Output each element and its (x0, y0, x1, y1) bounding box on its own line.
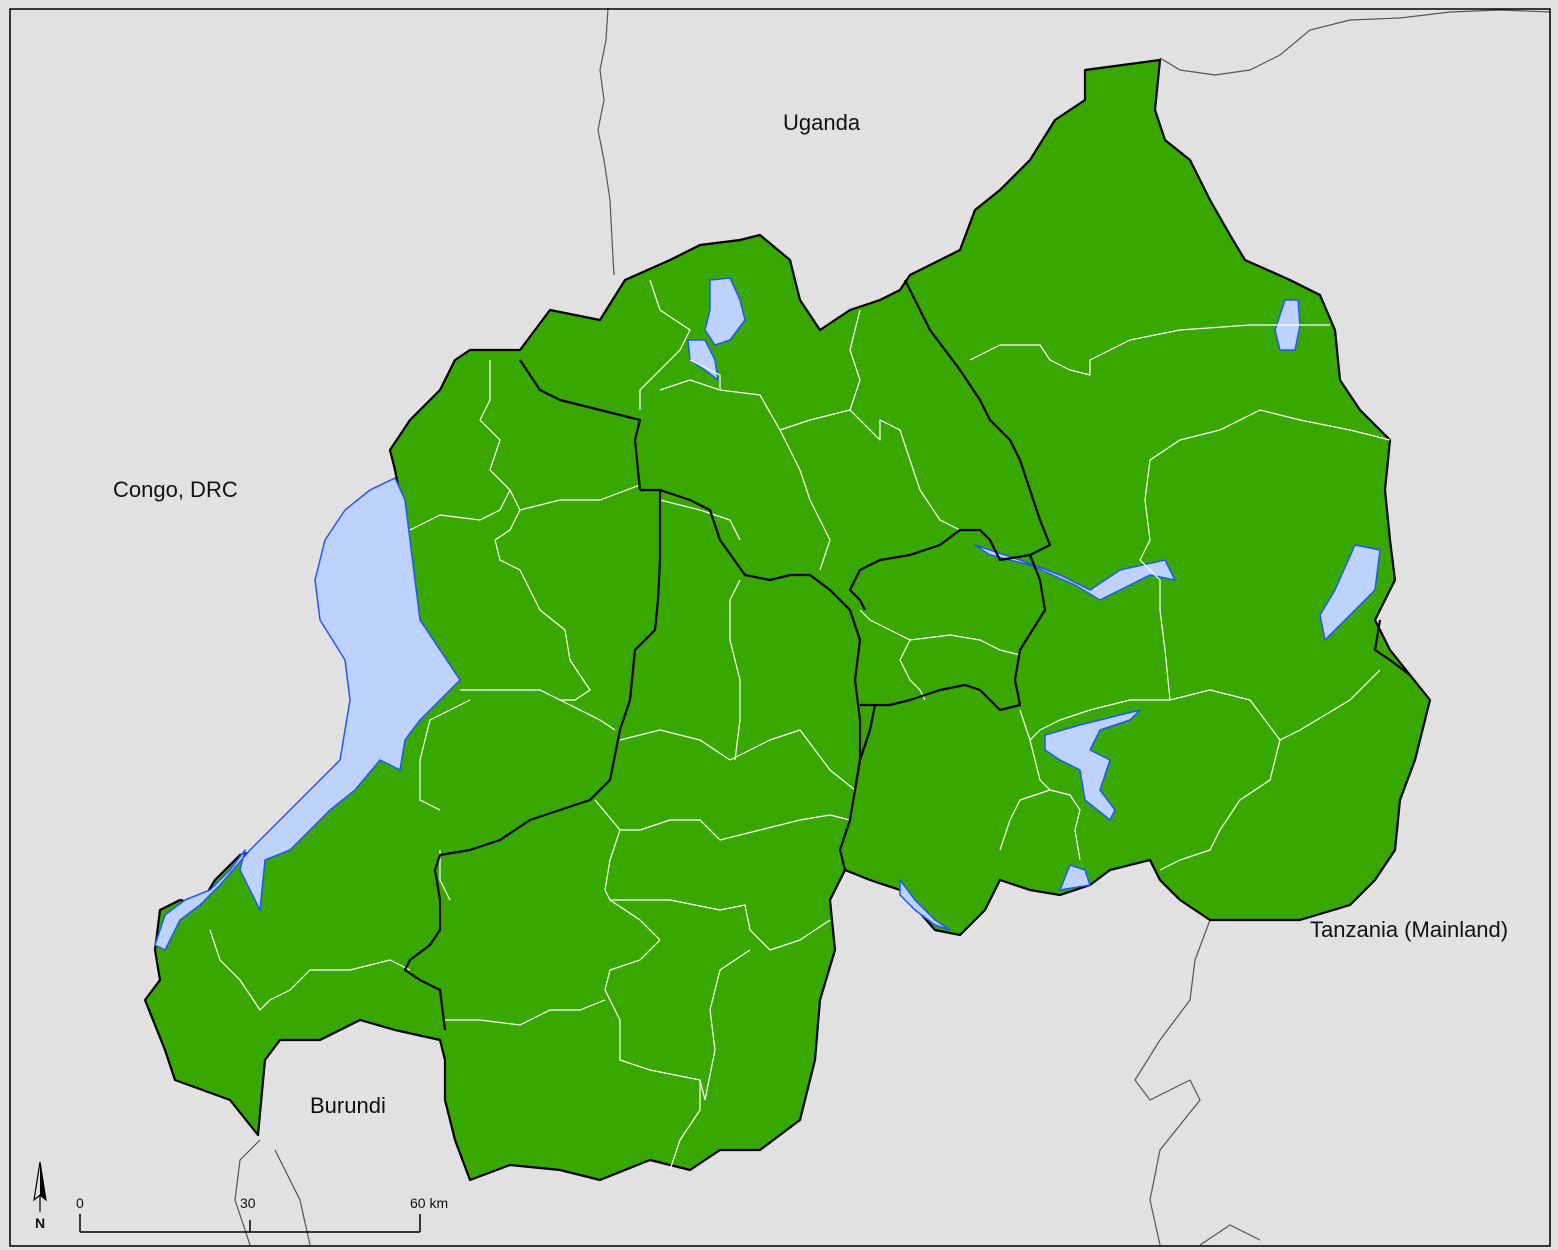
country-label-burundi: Burundi (310, 1093, 386, 1118)
lake-mugesera (1044, 709, 1141, 821)
country-label-tanzania: Tanzania (Mainland) (1310, 917, 1508, 942)
country-label-uganda: Uganda (783, 110, 861, 135)
north-arrow-icon (33, 1161, 47, 1212)
north-arrow-label: N (35, 1215, 45, 1231)
scale-tick-60: 60 km (410, 1195, 448, 1211)
lake-kivu (154, 477, 461, 951)
lake-ihema (1319, 544, 1381, 641)
district-borders (209, 279, 1391, 1171)
country-label-congo: Congo, DRC (113, 477, 238, 502)
lake-ruhondo (704, 277, 746, 346)
neighbor-borders (234, 7, 1551, 1246)
province-borders (403, 279, 1411, 1031)
lake-sake (1059, 864, 1091, 891)
water-bodies (154, 277, 1381, 951)
rwanda-land (143, 58, 1432, 1182)
lake-muhazi (974, 544, 1176, 601)
scale-tick-0: 0 (76, 1195, 84, 1211)
scale-bar (79, 1214, 421, 1233)
scale-tick-30: 30 (240, 1195, 256, 1211)
map-frame (9, 8, 1551, 1247)
lake-south (899, 879, 951, 931)
